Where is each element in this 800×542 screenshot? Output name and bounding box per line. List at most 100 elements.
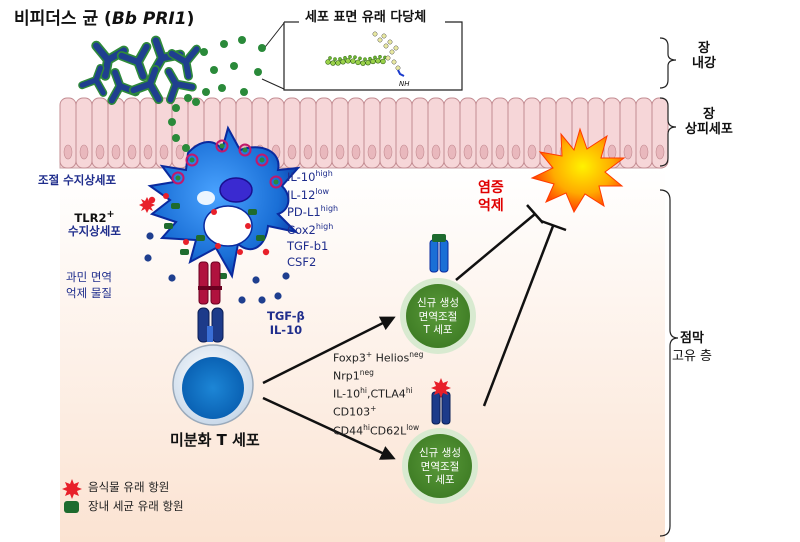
lower-treg-line3: T 세포 [425,474,455,487]
epithelial-nucleus [383,144,393,160]
bound-particle [189,157,195,163]
food-antigen [211,209,217,215]
marker-text: Nrp1 [333,369,360,383]
sugar-residue [381,33,387,39]
polysaccharide-label: 세포 표면 유래 다당체 [305,10,427,25]
sugar-residue [370,58,376,65]
allergy-suppressor-label: 과민 면역 억제 물질 [66,270,112,301]
cytokine-name: Cox2 [287,222,316,237]
bifidobacterium [167,44,202,81]
sugar-branch [343,55,347,60]
receptor [238,143,252,157]
title-close: ) [186,9,195,29]
bacterial-antigen [256,235,265,241]
epithelial-nucleus [511,144,521,160]
lamina-label-line1: 점막 [680,331,704,346]
polysaccharide-dot [230,62,238,70]
polysaccharide-dot [192,98,200,106]
released-particle [274,292,282,300]
dc-vesicle [197,191,215,205]
marker-text: ,CTLA4 [367,387,406,401]
sugar-residue [350,58,356,64]
sugar-branch [373,55,377,60]
epithelial-nucleus [367,144,377,160]
released-particle [146,232,154,240]
polysaccharide-dot [168,118,176,126]
released-particle [238,296,246,304]
upper-treg-line2: 면역조절 [418,310,458,323]
nh-label: NH [399,80,410,88]
epithelial-nucleus [399,144,409,160]
epithelial-nucleus [655,144,665,160]
bacterial-antigen [171,203,180,209]
marker-text: Foxp3 [333,351,366,365]
sugar-residue [375,58,381,64]
released-particle [144,254,152,262]
marker-superscript: + [370,404,377,414]
marker-text: CD44 [333,424,364,438]
sugar-residue [393,45,399,51]
polysaccharide-box [261,21,463,91]
lower-treg-cell [402,378,478,504]
sugar-branch [378,54,382,59]
polysaccharide-dot [258,44,266,52]
upper-treg-line3: T 세포 [423,324,453,337]
bacterial-antigen [248,209,257,215]
sugar-residue [383,43,389,49]
epithelial-nucleus [143,144,153,160]
polysaccharide-dot [238,36,246,44]
sugar-branch [328,56,332,60]
epithelium-label-line2: 상피세포 [685,121,733,137]
epithelial-nucleus [479,144,489,160]
bifidobacterium [116,41,152,82]
arrow-to-upper-treg [262,316,396,385]
tlr2-label: TLR2 [74,210,107,225]
bacterial-antigen [180,249,189,255]
food-antigen [163,193,169,199]
sugar-residue [389,49,395,55]
cytokine-item: Cox2high [287,221,338,239]
sugar-branch [353,55,357,60]
tgf-line1: TGF-β [267,309,305,323]
epithelial-nucleus [63,144,73,160]
polysaccharide-dot [172,134,180,142]
cytokine-item: IL-12low [287,186,338,204]
epithelial-nucleus [447,144,457,160]
polysaccharide-dot [210,66,218,74]
lamina-label: 점막 고유 층 [672,330,712,365]
allergy-line1: 과민 면역 [66,270,112,284]
inflammation-line1: 염증 [478,180,504,196]
inhibition-lines [455,204,567,407]
cytokine-name: PD-L1 [287,205,321,220]
polysaccharide-dot [220,40,228,48]
bifidobacterium [107,67,141,105]
cytokine-item: PD-L1high [287,203,338,221]
lumen-label-line2: 내강 [692,55,716,71]
page-title: 비피더스 균 (Bb PRI1) [14,9,195,30]
polysaccharide-dot [172,104,180,112]
tlr2-sup: + [106,209,115,220]
food-antigen-marker [431,378,451,398]
sugar-residue [395,65,401,71]
inflammation-line2: 억제 [478,198,504,215]
sugar-branch [333,57,337,61]
cytokine-level: high [315,222,334,232]
sugar-residue [372,31,378,37]
bifidobacteria-cluster [78,35,202,105]
upper-treg-cell [400,234,476,354]
released-particle [258,296,266,304]
sugar-residue [365,60,371,66]
inflammation-suppression-label: 염증 억제 [478,179,504,215]
marker-text: CD103 [333,406,371,420]
sugar-residue [345,58,351,64]
cytokine-level: low [315,186,330,196]
polysaccharide-dot [182,144,190,152]
released-particle [282,272,290,280]
tlr2-dc-label: TLR2+ 수지상세포 [68,209,121,238]
bound-particle [175,175,181,181]
sugar-branch [338,57,342,61]
food-antigen [237,249,243,255]
released-particle [252,276,260,284]
food-antigen [215,243,221,249]
